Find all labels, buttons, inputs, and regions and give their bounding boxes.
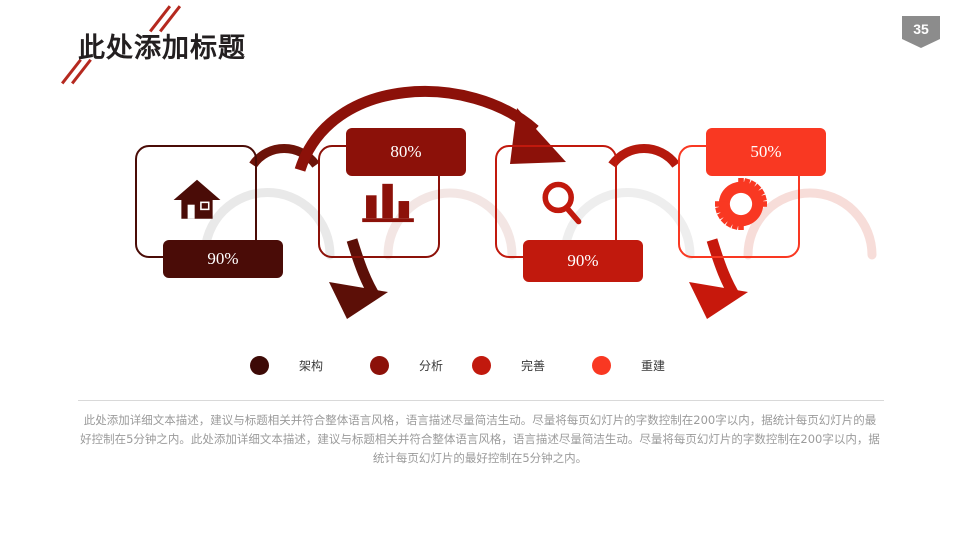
bridge-connector-1-2	[249, 144, 320, 168]
down-arrow-2-head	[329, 282, 388, 319]
arc-arrow-2-to-3-head	[510, 108, 566, 164]
magnifier-icon	[536, 178, 586, 228]
step-badge-3: 90%	[523, 240, 643, 282]
legend-item-4[interactable]: 重建	[592, 356, 665, 375]
legend-dot-2	[370, 356, 389, 375]
step-badge-1: 90%	[163, 240, 283, 278]
legend-label-4: 重建	[641, 359, 666, 373]
legend-label-1: 架构	[299, 359, 324, 373]
legend: 架构 分析 完善 重建	[0, 352, 960, 382]
diagram-connectors	[200, 85, 877, 319]
footer-body-text: 此处添加详细文本描述，建议与标题相关并符合整体语言风格，语言描述尽量简洁生动。尽…	[80, 413, 880, 465]
step-badge-4: 50%	[706, 128, 826, 176]
bar-chart-icon	[360, 180, 418, 224]
down-arrow-4-head	[689, 282, 748, 319]
legend-dot-1	[250, 356, 269, 375]
legend-dot-4	[592, 356, 611, 375]
legend-item-1[interactable]: 架构	[250, 356, 323, 375]
footer-divider	[78, 400, 884, 401]
legend-item-3[interactable]: 完善	[472, 356, 545, 375]
legend-item-2[interactable]: 分析	[370, 356, 443, 375]
gear-icon	[715, 178, 767, 230]
background-arc-3	[560, 188, 695, 260]
step-badge-2: 80%	[346, 128, 466, 176]
house-icon	[172, 176, 222, 224]
page-title: 此处添加标题	[78, 33, 246, 64]
background-arc-1	[200, 188, 335, 260]
background-arc-2	[383, 188, 517, 260]
page-number-badge: 35	[902, 16, 940, 48]
arc-arrow-2-to-3-shaft	[294, 85, 539, 172]
legend-dot-3	[472, 356, 491, 375]
legend-label-2: 分析	[419, 359, 444, 373]
bridge-connector-3-4	[608, 144, 680, 168]
legend-label-3: 完善	[521, 359, 546, 373]
process-diagram: 90% 80% 90%	[0, 70, 960, 330]
background-arc-4	[743, 188, 877, 260]
